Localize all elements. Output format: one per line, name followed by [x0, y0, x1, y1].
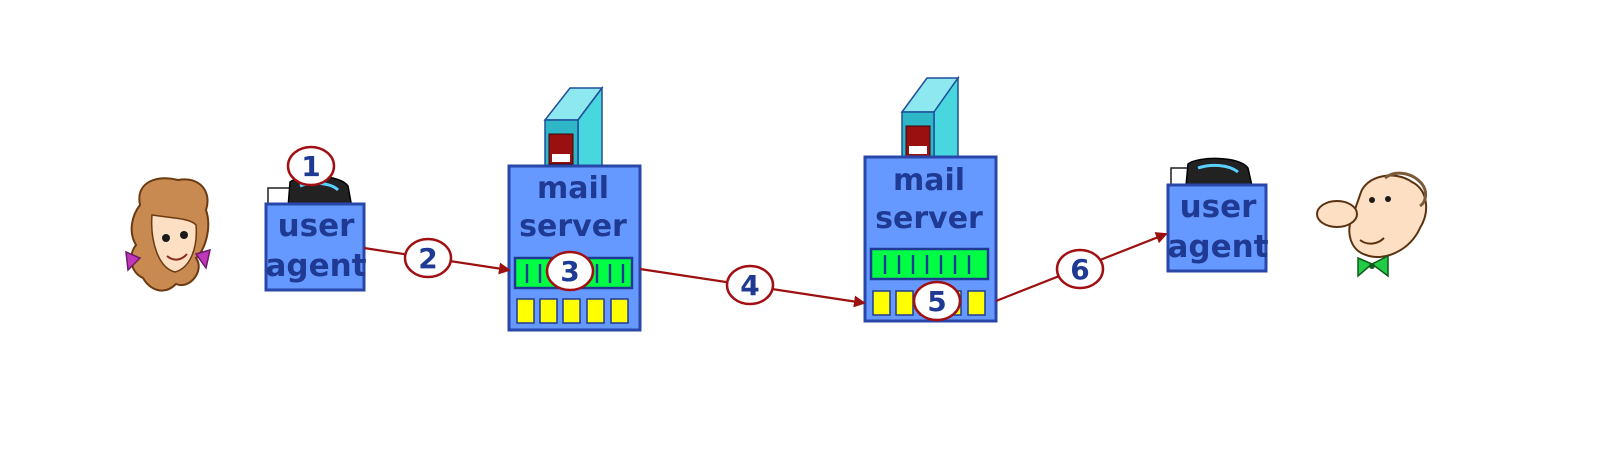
step-marker-5: 5 [912, 280, 962, 322]
step-number: 2 [418, 242, 437, 275]
step-marker-2: 2 [403, 237, 453, 279]
incoming-message-queue [869, 247, 990, 281]
receiver-agent-line1: user [1180, 189, 1258, 225]
computer-icon [1170, 157, 1253, 187]
receiver-server-line2: server [875, 201, 983, 236]
step-number: 5 [927, 285, 946, 318]
sender-agent-line1: user [278, 208, 356, 244]
sender-mail-server-box: mail server [507, 164, 642, 332]
receiver-agent-line2: agent [1167, 229, 1268, 265]
step-number: 4 [740, 269, 759, 302]
server-tower-icon [543, 85, 604, 171]
receiver-user-agent-box: user agent [1166, 183, 1269, 273]
step-number: 3 [560, 255, 579, 288]
receiver-server-line1: mail [893, 163, 965, 198]
sender-server-line2: server [519, 209, 627, 244]
sender-server-line1: mail [537, 171, 609, 206]
server-tower-icon [900, 75, 960, 161]
man-icon [1316, 171, 1428, 278]
step-number: 1 [301, 150, 320, 183]
sender-agent-line2: agent [265, 248, 366, 284]
step-marker-6: 6 [1055, 248, 1105, 290]
step-marker-3: 3 [545, 250, 595, 292]
mailbox-slots [516, 298, 629, 324]
woman-icon [125, 177, 212, 292]
step-marker-4: 4 [725, 264, 775, 306]
step-marker-1: 1 [286, 145, 336, 187]
sender-user-agent-box: user agent [264, 202, 367, 292]
step-number: 6 [1070, 253, 1089, 286]
